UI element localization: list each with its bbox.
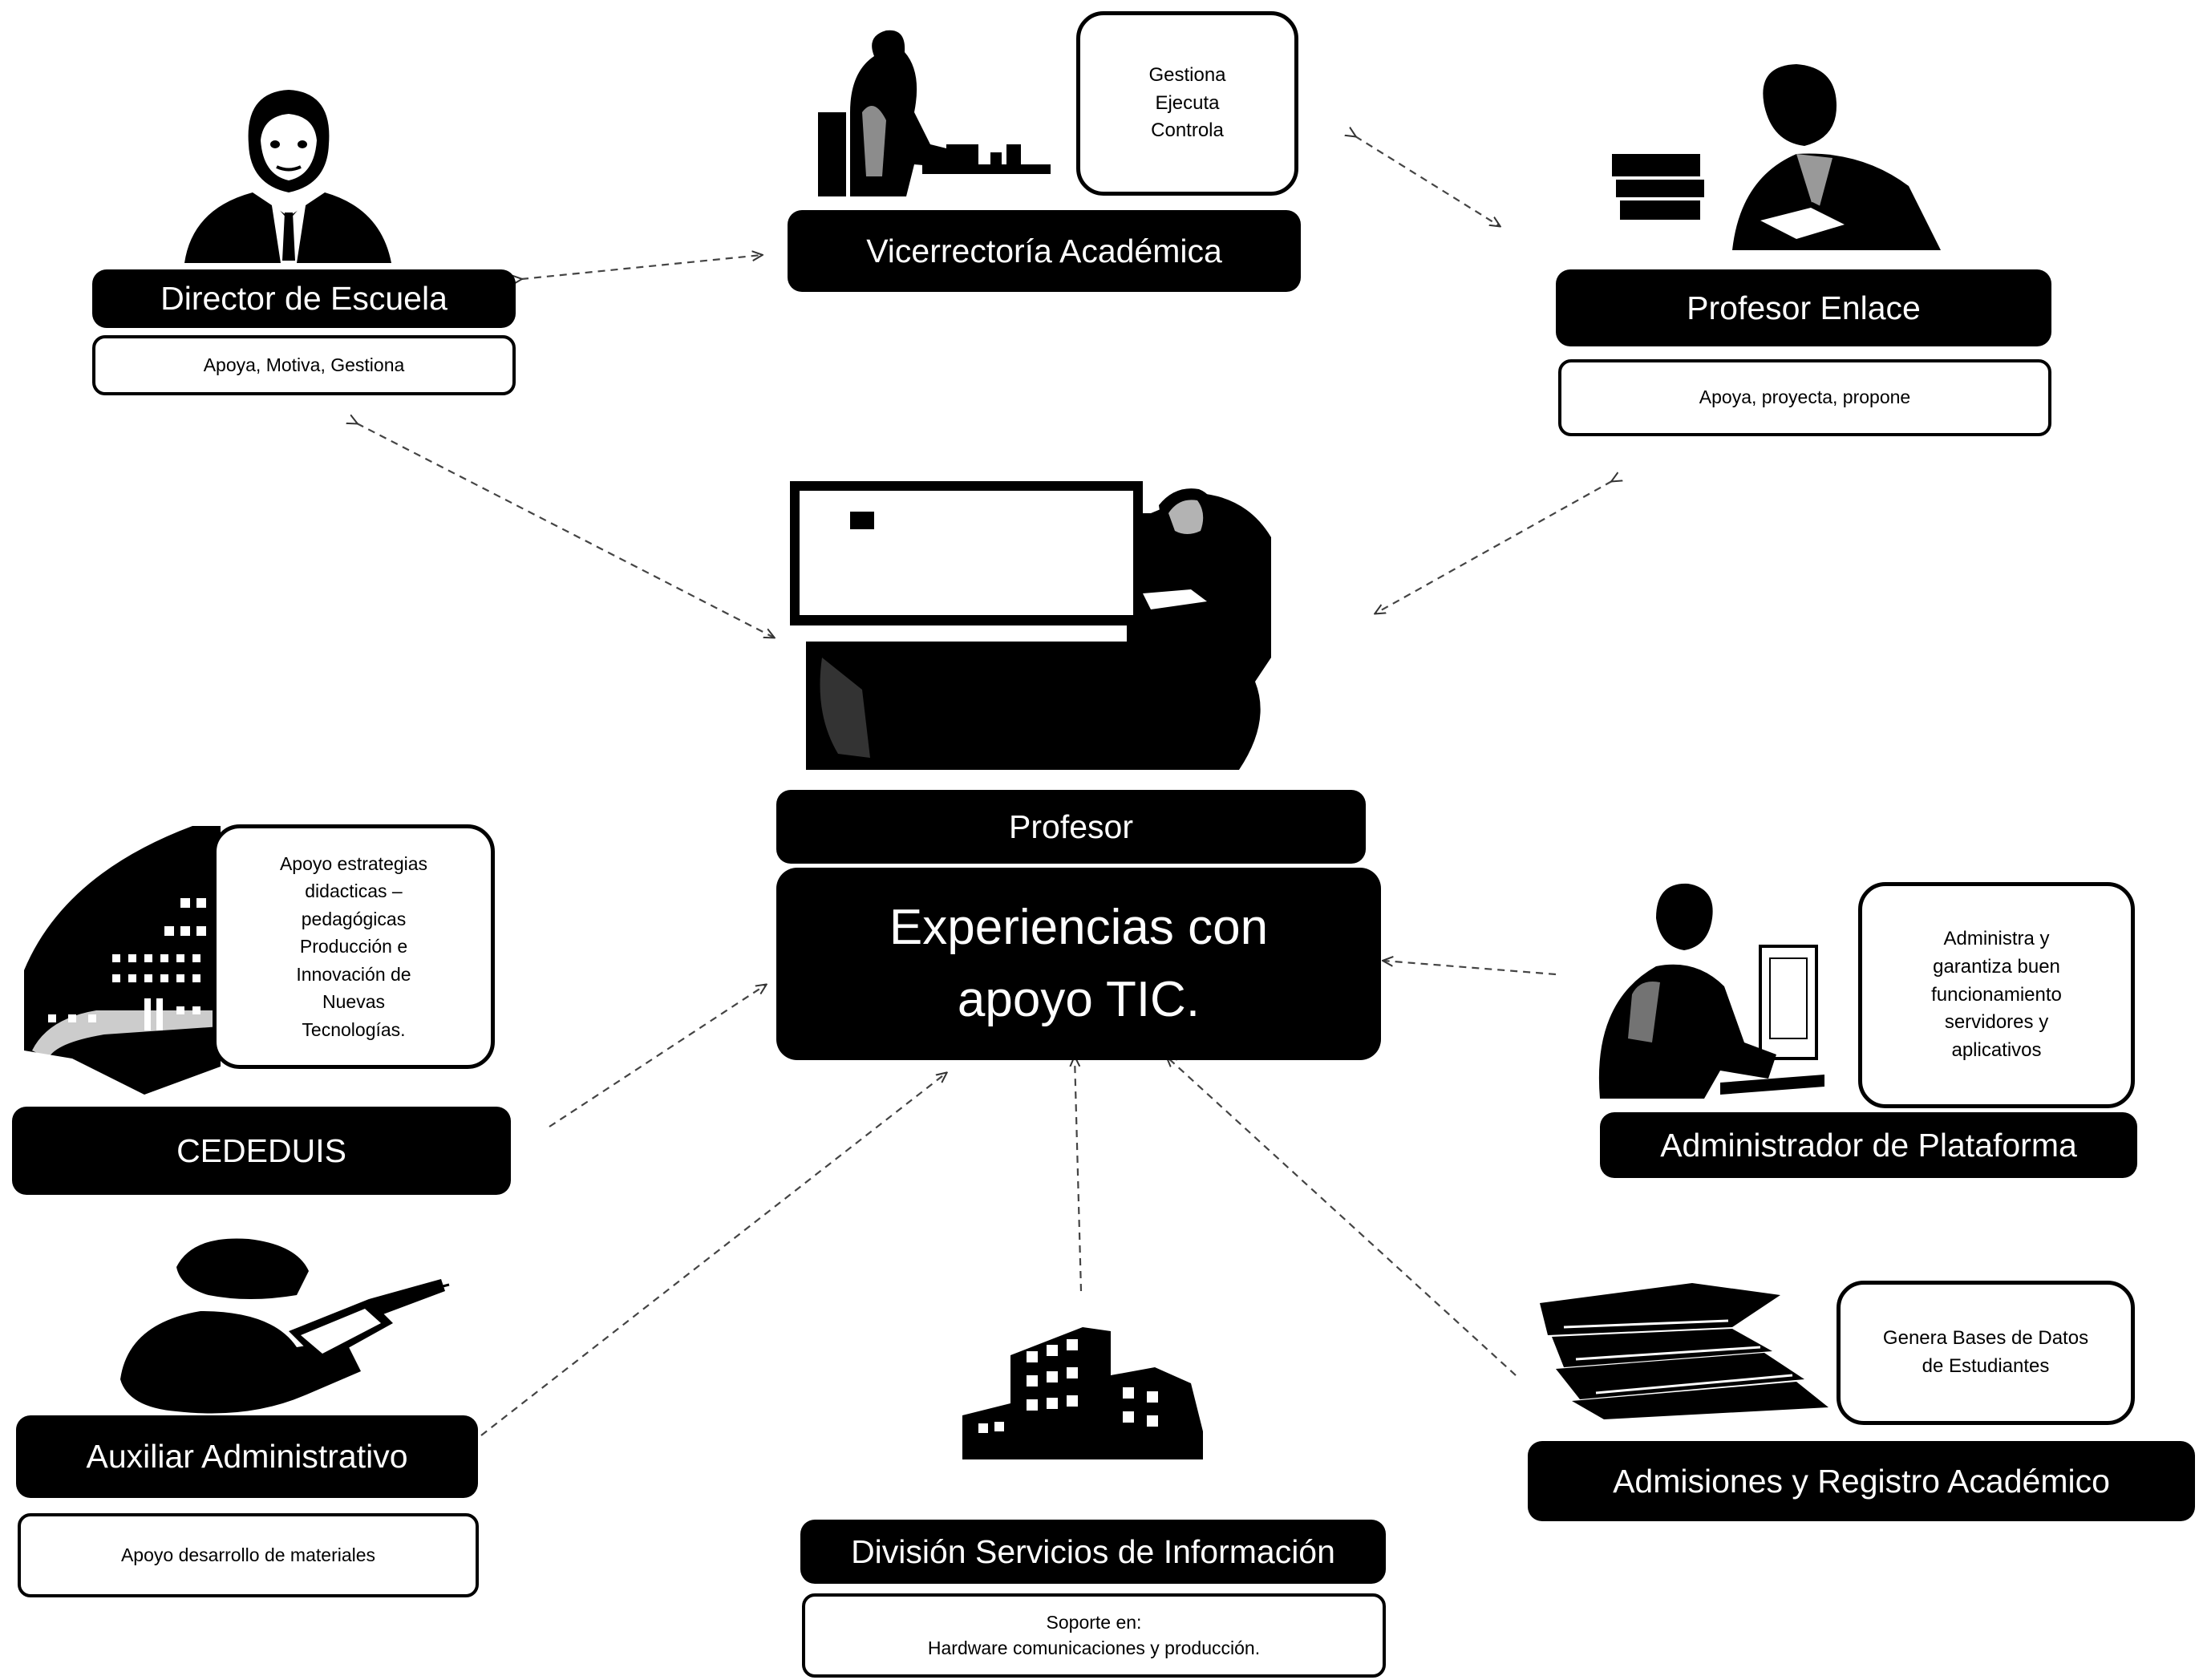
link-director-vicerrectoria [521,255,762,279]
link-auxiliar-center [480,1073,946,1436]
vicerrectoria-label: Vicerrectoría Académica [788,210,1301,292]
administrador-bubble: Administra y garantiza buen funcionamien… [1858,882,2135,1108]
link-administrador-center [1383,961,1557,976]
administrador-label: Administrador de Plataforma [1600,1112,2137,1178]
director-description: Apoya, Motiva, Gestiona [92,335,516,395]
enlace-description: Apoya, proyecta, propone [1558,359,2051,436]
link-admisiones-center [1167,1057,1517,1376]
building-icon [24,826,221,1095]
link-division-center [1075,1057,1083,1292]
auxiliar-description: Apoyo desarrollo de materiales [18,1513,479,1597]
director-label: Director de Escuela [92,269,516,328]
division-description: Soporte en: Hardware comunicaciones y pr… [802,1593,1386,1678]
link-vicerrectoria-enlace [1355,136,1500,226]
link-director-profesor [357,423,774,638]
division-label: División Servicios de Información [800,1520,1386,1584]
woman-at-desk-icon [818,16,1051,196]
office-building-icon [962,1327,1207,1459]
stack-of-books-icon [1532,1279,1828,1419]
cededuis-label: CEDEDUIS [12,1107,511,1195]
teacher-at-whiteboard-icon [774,481,1367,774]
person-writing-icon [104,1235,473,1419]
man-in-suit-icon [176,80,397,263]
vicerrectoria-bubble: Gestiona Ejecuta Controla [1076,11,1298,196]
link-enlace-profesor [1375,481,1612,613]
admisiones-bubble: Genera Bases de Datos de Estudiantes [1837,1281,2135,1425]
enlace-label: Profesor Enlace [1556,269,2051,346]
auxiliar-label: Auxiliar Administrativo [16,1415,478,1498]
profesor-label: Profesor [776,790,1366,864]
experiencias-tic-box: Experiencias con apoyo TIC. [776,868,1381,1060]
man-at-computer-icon [1584,882,1824,1099]
link-cededuis-center [549,985,766,1127]
man-reading-books-icon [1604,58,1957,250]
cededuis-bubble: Apoyo estrategias didacticas – pedagógic… [213,824,495,1069]
admisiones-label: Admisiones y Registro Académico [1528,1441,2195,1521]
